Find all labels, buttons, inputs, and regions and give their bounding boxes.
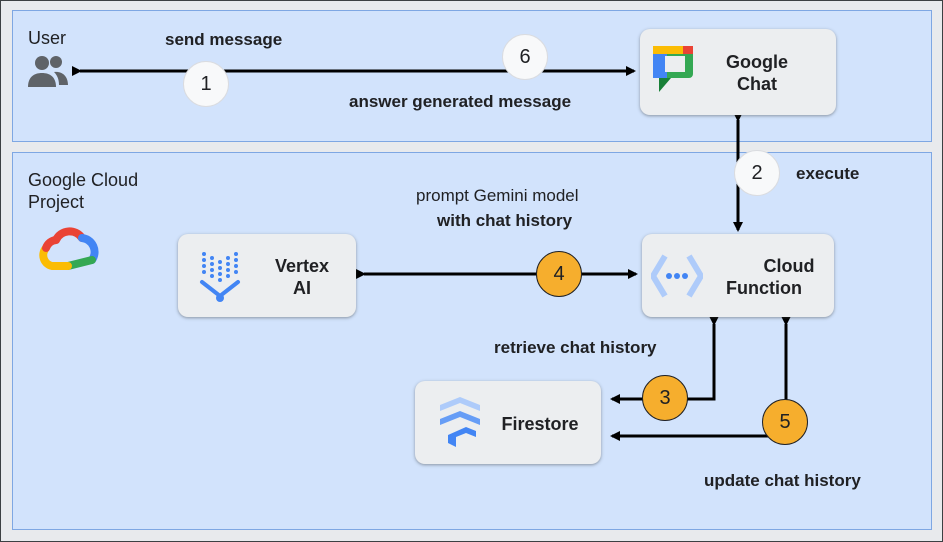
firestore-icon [440,397,480,447]
users-icon [28,56,68,87]
step-1-badge: 1 [183,61,229,107]
google-chat-icon [653,46,693,92]
step-2-badge: 2 [734,150,780,196]
step-6-badge: 6 [502,34,548,80]
vertex-ai-icon [200,252,240,302]
answer-message-label: answer generated message [349,92,572,111]
google-cloud-logo-icon [39,227,99,270]
cloud-function-label-line2: Function [726,278,802,298]
send-message-label: send message [165,30,283,49]
step-3-badge: 3 [642,375,688,421]
google-chat-label-line1: Google [726,52,788,72]
cloud-function-label-line1: Cloud [763,256,815,276]
vertex-ai-card [178,234,356,317]
user-zone-label: User [28,28,67,48]
firestore-label: Firestore [501,414,579,434]
vertex-ai-label-line1: Vertex [274,256,330,276]
retrieve-history-label: retrieve chat history [494,338,657,357]
vertex-ai-label-line2: AI [293,278,311,298]
cloud-functions-icon [651,254,703,298]
gcp-zone-label-line2: Project [28,192,85,212]
update-history-label: update chat history [704,471,861,490]
execute-label: execute [796,164,860,183]
prompt-label-line1: prompt Gemini model [416,186,579,205]
prompt-label-line2: with chat history [437,211,573,230]
gcp-zone-label-line1: Google Cloud [28,170,139,190]
google-chat-label-line2: Chat [737,74,777,94]
cloud-function-card [642,234,834,317]
step-4-badge: 4 [536,251,582,297]
step-5-badge: 5 [762,399,808,445]
